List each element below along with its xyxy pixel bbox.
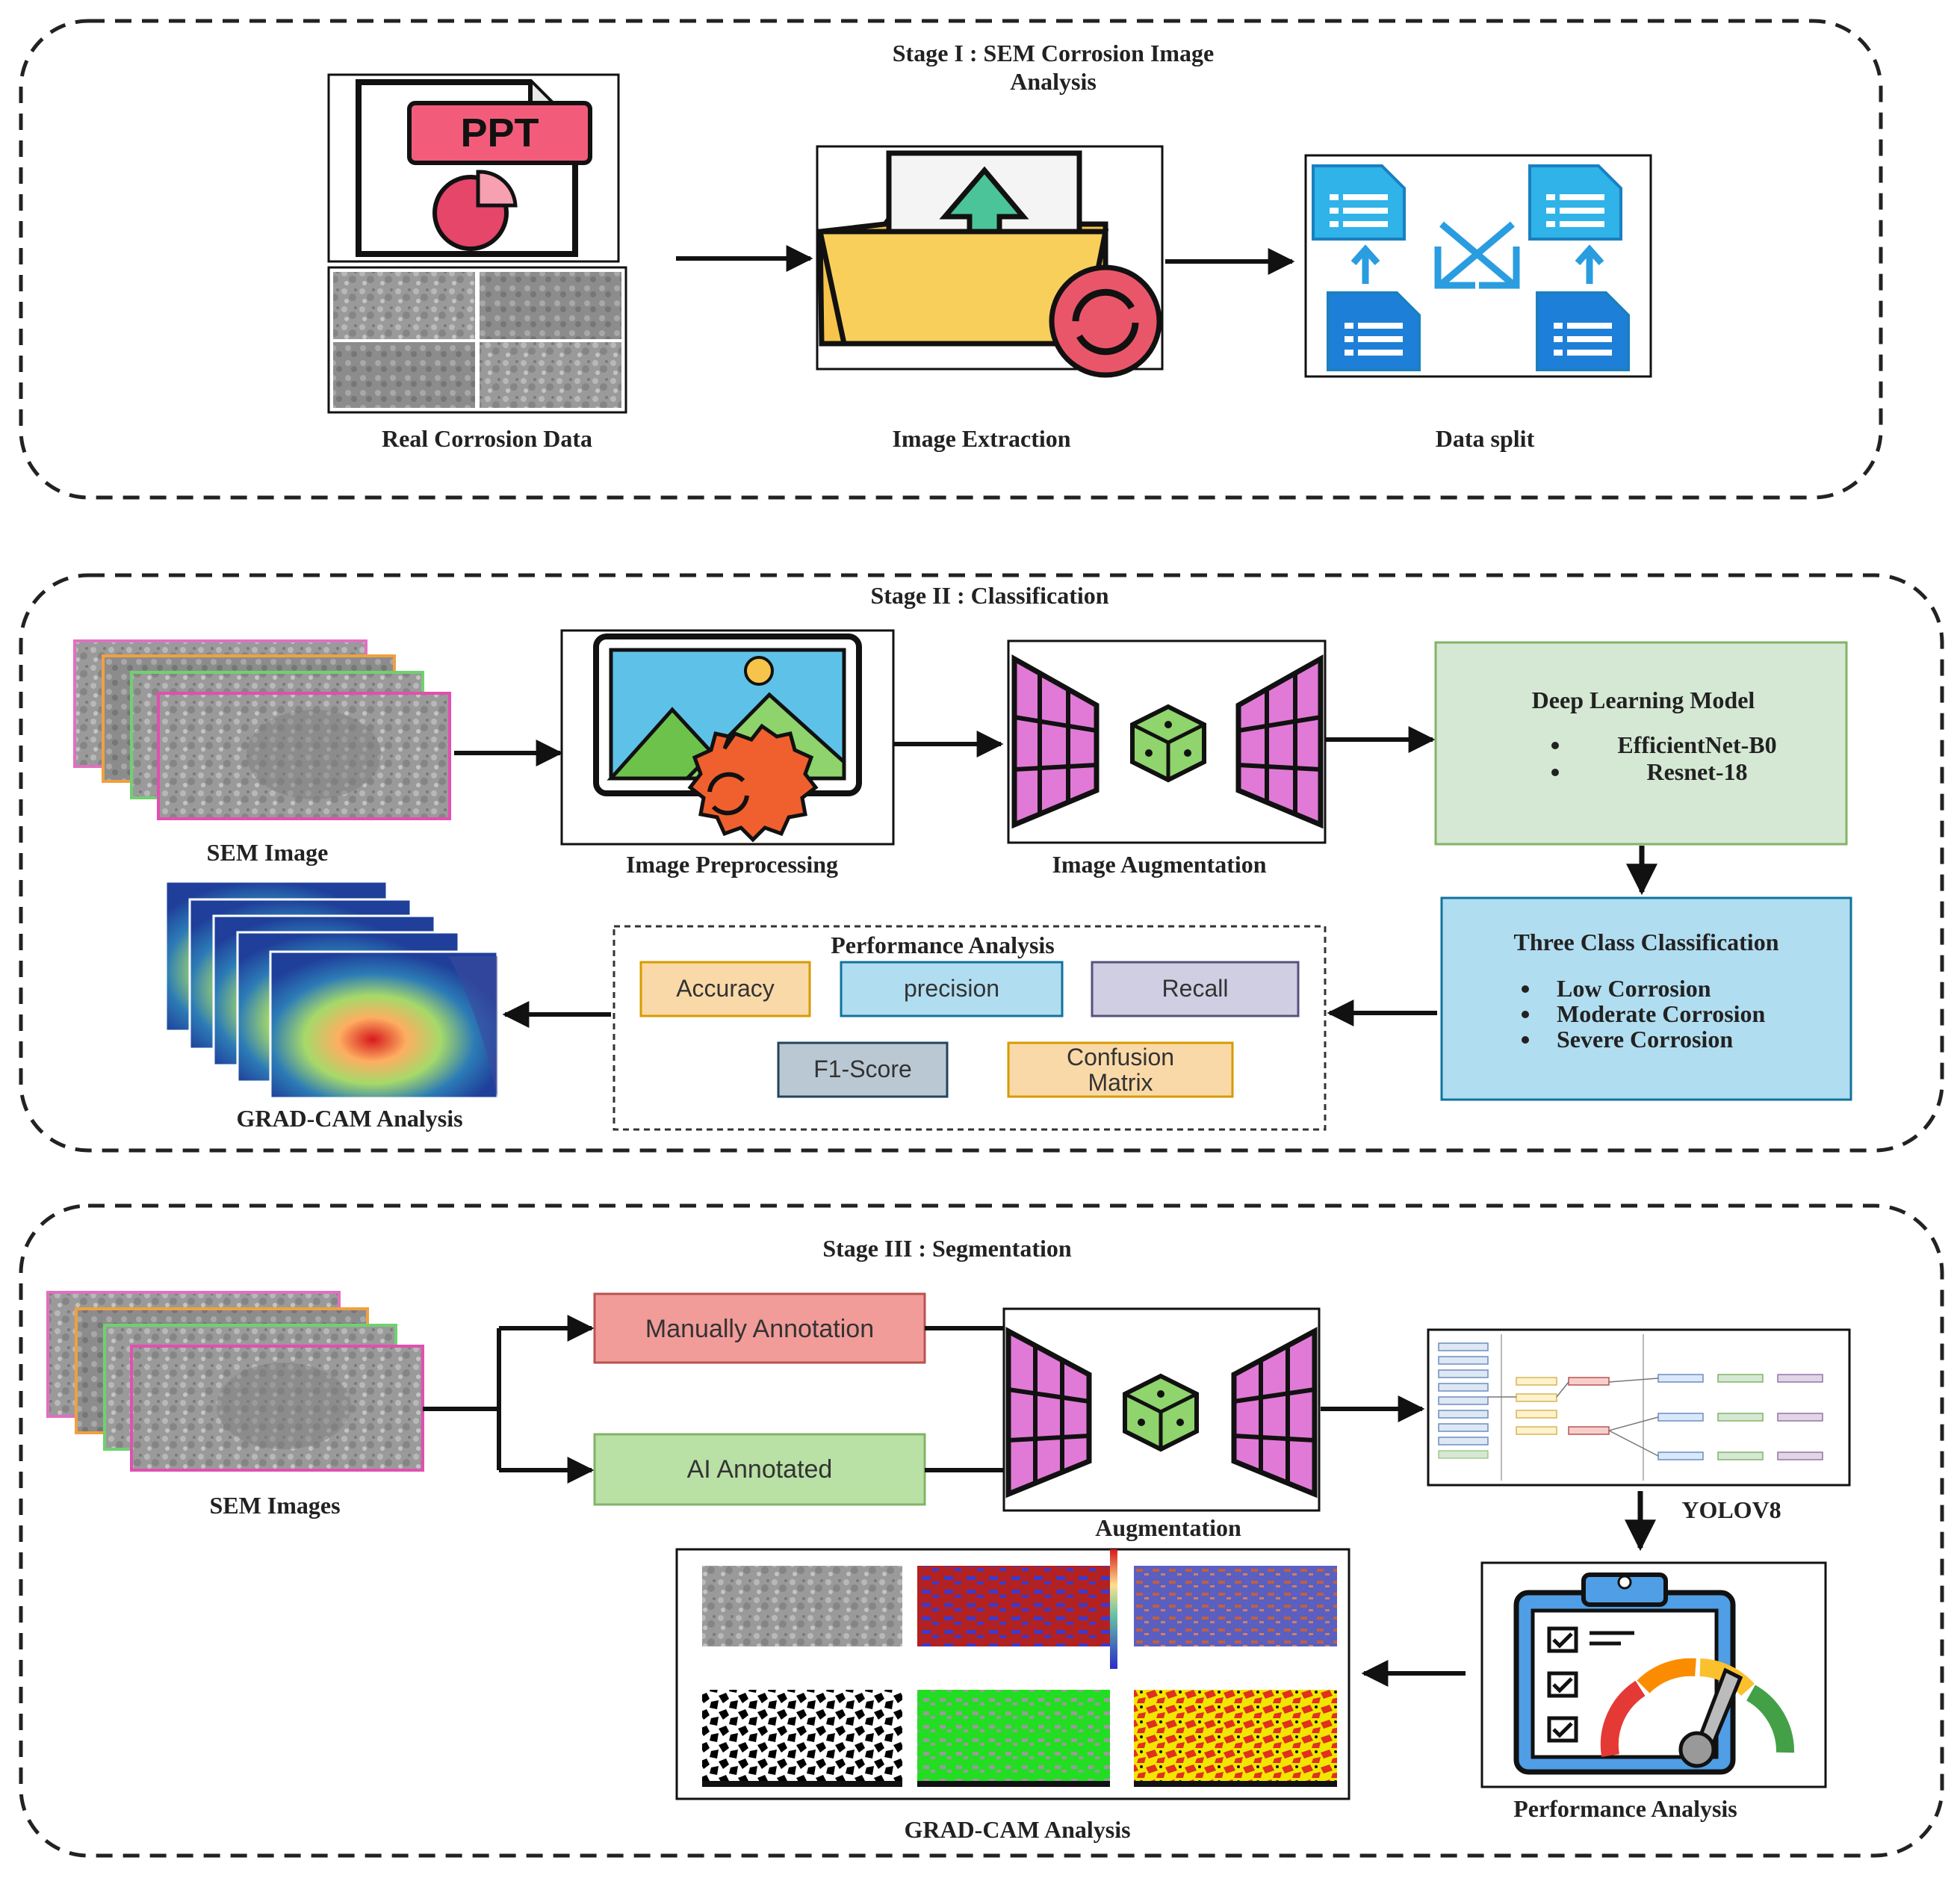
performance-analysis-label: Performance Analysis: [1513, 1795, 1737, 1822]
sem-images-stack: [46, 1291, 424, 1472]
stage-1-title-line2: Analysis: [1010, 68, 1097, 95]
stage-2-title: Stage II : Classification: [870, 582, 1108, 609]
metric-f1-score: F1-Score: [813, 1056, 912, 1082]
image-preprocessing-icon: [560, 629, 895, 846]
stage-3-panel: Stage III : Segmentation SEM Images Manu…: [19, 1203, 1944, 1858]
yolov8-label: YOLOV8: [1681, 1496, 1781, 1523]
performance-analysis-box: Performance Analysis Accuracy precision …: [612, 925, 1327, 1131]
three-class-classification-box: Three Class Classification Low Corrosion…: [1440, 896, 1852, 1101]
sem-images-label: SEM Images: [209, 1492, 340, 1519]
gradcam-results-grid: [675, 1548, 1350, 1800]
stage-2-panel: Stage II : Classification SEM Image Imag…: [19, 573, 1944, 1153]
metric-precision: precision: [904, 975, 999, 1002]
stage-1-panel: Stage I : SEM Corrosion Image Analysis P…: [19, 19, 1883, 500]
model-item-resnet: Resnet-18: [1646, 758, 1747, 785]
image-extraction-icon: [816, 145, 1164, 378]
sem-image-stack: [73, 639, 451, 820]
performance-clipboard-icon: [1480, 1561, 1827, 1788]
classification-title: Three Class Classification: [1514, 929, 1779, 955]
class-item-severe: Severe Corrosion: [1557, 1026, 1733, 1053]
data-split-icon: [1304, 154, 1652, 378]
class-item-low: Low Corrosion: [1557, 975, 1711, 1002]
ppt-label: PPT: [460, 111, 539, 155]
image-augmentation-icon: [1007, 639, 1327, 844]
augmentation-label: Augmentation: [1095, 1514, 1241, 1541]
gradcam-label-stage2: GRAD-CAM Analysis: [236, 1105, 462, 1132]
gradcam-heatmap-stack: [164, 880, 499, 1100]
metric-confusion-matrix-line2: Matrix: [1088, 1069, 1153, 1096]
ai-annotated-label: AI Annotated: [687, 1455, 833, 1484]
augmentation-icon: [1002, 1307, 1321, 1512]
performance-title: Performance Analysis: [831, 932, 1055, 958]
yolov8-architecture-thumbnail: [1427, 1328, 1851, 1487]
metric-confusion-matrix: Confusion: [1067, 1044, 1174, 1070]
data-split-label: Data split: [1436, 425, 1535, 452]
real-corrosion-label: Real Corrosion Data: [382, 425, 592, 452]
gradcam-label-stage3: GRAD-CAM Analysis: [904, 1816, 1130, 1843]
ppt-file-icon: PPT: [327, 73, 620, 263]
model-item-efficientnet: EfficientNet-B0: [1617, 731, 1776, 758]
metric-recall: Recall: [1162, 975, 1229, 1002]
manual-annotation-label: Manually Annotation: [645, 1315, 874, 1343]
stage-1-title: Stage I : SEM Corrosion Image: [893, 40, 1215, 66]
metric-accuracy: Accuracy: [676, 975, 775, 1002]
ai-annotated-box: [593, 1433, 926, 1506]
image-extraction-label: Image Extraction: [892, 425, 1070, 452]
sem-grid-thumbnail: [327, 266, 627, 414]
image-preprocessing-label: Image Preprocessing: [626, 851, 838, 878]
sem-image-label: SEM Image: [207, 839, 329, 866]
deep-learning-model-box: Deep Learning Model EfficientNet-B0 Resn…: [1434, 641, 1848, 846]
stage-3-title: Stage III : Segmentation: [822, 1235, 1072, 1262]
class-item-moderate: Moderate Corrosion: [1557, 1000, 1766, 1027]
image-augmentation-label: Image Augmentation: [1052, 851, 1266, 878]
model-title: Deep Learning Model: [1532, 687, 1755, 713]
